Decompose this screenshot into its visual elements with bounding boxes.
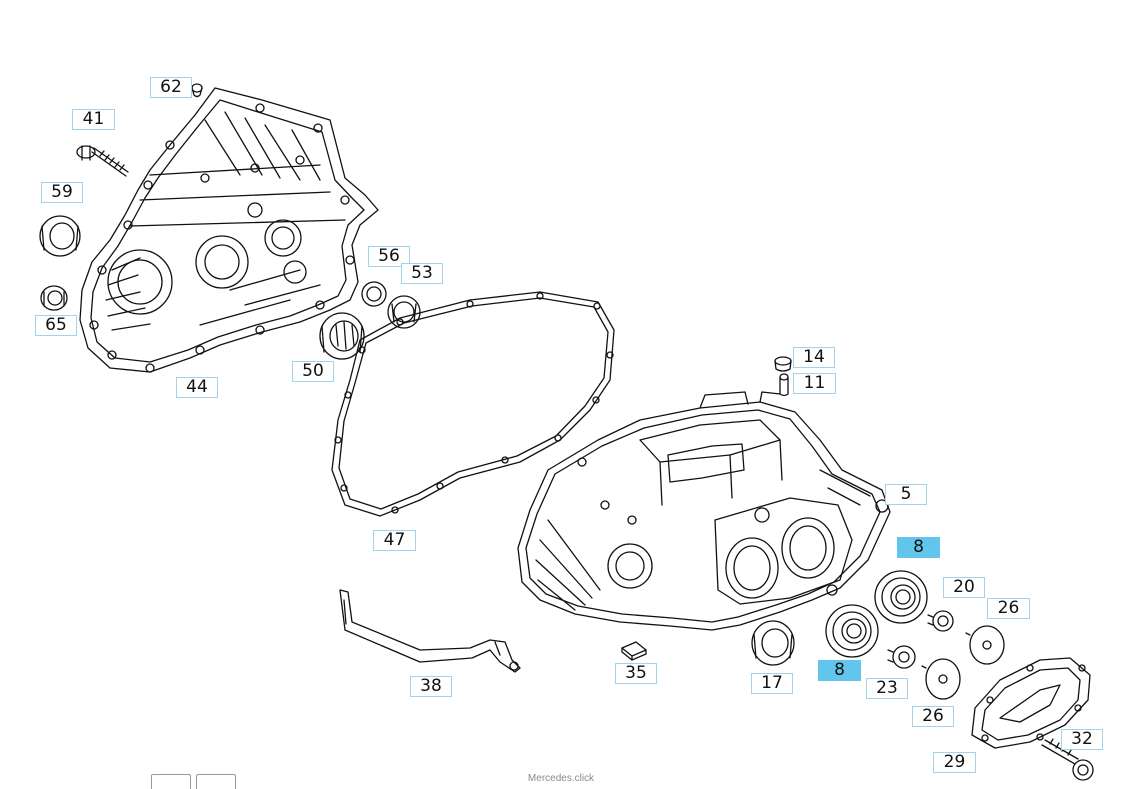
- part-plug-23: [887, 645, 916, 669]
- watermark: Mercedes.click: [527, 773, 595, 784]
- part-bracket-38: [339, 589, 521, 673]
- transmission-housing-front: [79, 87, 379, 373]
- callout-41[interactable]: 41: [72, 109, 115, 130]
- callout-20[interactable]: 20: [943, 577, 985, 598]
- callout-29[interactable]: 29: [933, 752, 976, 773]
- part-gasket-47: [331, 291, 615, 517]
- part-washer-26-lower: [921, 658, 961, 700]
- part-pin-62: [191, 83, 203, 98]
- callout-32[interactable]: 32: [1061, 729, 1103, 750]
- part-seal-59: [39, 215, 81, 257]
- callout-11[interactable]: 11: [793, 373, 836, 394]
- callout-53[interactable]: 53: [401, 263, 443, 284]
- transmission-housing-rear: [517, 391, 891, 631]
- part-cap-14: [774, 356, 792, 372]
- callout-26-lower[interactable]: 26: [912, 706, 954, 727]
- part-bearing-53: [387, 295, 421, 329]
- part-bolt-41: [76, 145, 129, 177]
- part-bearing-8-upper: [874, 570, 928, 624]
- part-plate-35: [621, 641, 647, 661]
- callout-47[interactable]: 47: [373, 530, 416, 551]
- callout-17[interactable]: 17: [751, 673, 793, 694]
- callout-65[interactable]: 65: [35, 315, 77, 336]
- part-pin-11: [779, 373, 789, 397]
- part-plug-20: [927, 610, 954, 632]
- part-bearing-8-lower: [825, 604, 879, 658]
- callout-23[interactable]: 23: [866, 678, 908, 699]
- part-seal-65: [40, 285, 68, 311]
- callout-59[interactable]: 59: [41, 182, 83, 203]
- callout-62[interactable]: 62: [150, 77, 192, 98]
- part-cover-29: [971, 657, 1091, 749]
- part-bearing-56: [361, 281, 387, 307]
- callout-35[interactable]: 35: [615, 663, 657, 684]
- callout-5[interactable]: 5: [885, 484, 927, 505]
- callout-8-lower[interactable]: 8: [818, 660, 861, 681]
- callout-50[interactable]: 50: [292, 361, 334, 382]
- callout-38[interactable]: 38: [410, 676, 452, 697]
- part-seal-17: [751, 620, 795, 666]
- callout-44[interactable]: 44: [176, 377, 218, 398]
- callout-8-upper[interactable]: 8: [897, 537, 940, 558]
- callout-56[interactable]: 56: [368, 246, 410, 267]
- callout-14[interactable]: 14: [793, 347, 835, 368]
- callout-26-upper[interactable]: 26: [987, 598, 1030, 619]
- part-washer-26-upper: [965, 625, 1005, 665]
